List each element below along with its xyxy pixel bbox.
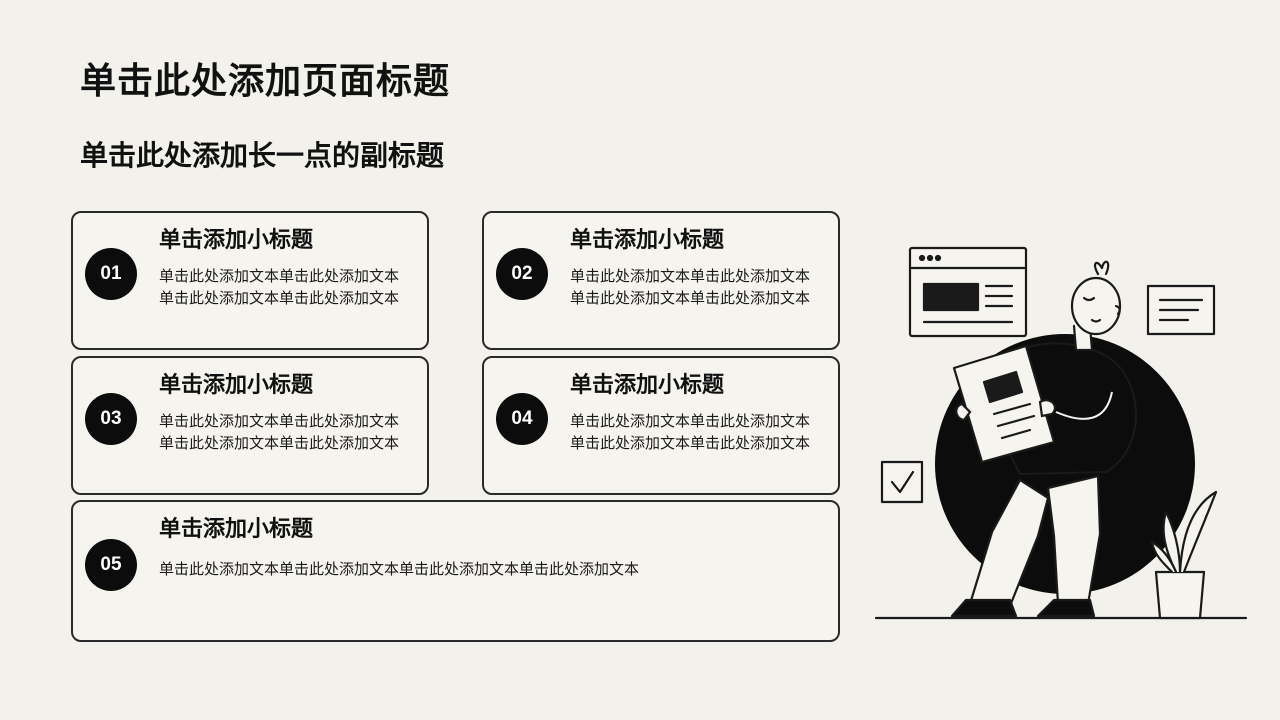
card-text[interactable]: 单击此处添加文本单击此处添加文本单击此处添加文本单击此处添加文本 xyxy=(570,267,811,307)
number-badge: 03 xyxy=(85,393,137,445)
number-badge: 02 xyxy=(496,248,548,300)
card-heading[interactable]: 单击添加小标题 xyxy=(159,517,314,542)
page-subtitle[interactable]: 单击此处添加长一点的副标题 xyxy=(80,139,445,172)
card-heading[interactable]: 单击添加小标题 xyxy=(570,373,725,398)
card-text[interactable]: 单击此处添加文本单击此处添加文本单击此处添加文本单击此处添加文本 xyxy=(159,267,400,307)
right-shoe xyxy=(1036,598,1096,618)
held-document-icon xyxy=(952,344,1056,464)
card-heading[interactable]: 单击添加小标题 xyxy=(570,228,725,253)
right-leg xyxy=(1046,474,1102,606)
card-heading[interactable]: 单击添加小标题 xyxy=(159,228,314,253)
checkbox-icon xyxy=(880,460,924,504)
text-note-icon xyxy=(1146,284,1216,336)
person-head xyxy=(1070,276,1122,336)
number-badge: 01 xyxy=(85,248,137,300)
card-text[interactable]: 单击此处添加文本单击此处添加文本单击此处添加文本单击此处添加文本 xyxy=(159,412,400,452)
content-card-03[interactable]: 03 单击添加小标题 单击此处添加文本单击此处添加文本单击此处添加文本单击此处添… xyxy=(71,356,429,495)
potted-plant-icon xyxy=(1150,490,1218,620)
hair-bun xyxy=(1093,260,1110,276)
content-card-04[interactable]: 04 单击添加小标题 单击此处添加文本单击此处添加文本单击此处添加文本单击此处添… xyxy=(482,356,840,495)
card-text[interactable]: 单击此处添加文本单击此处添加文本单击此处添加文本单击此处添加文本 xyxy=(570,412,811,452)
closed-eye xyxy=(1082,296,1096,302)
number-badge: 05 xyxy=(85,539,137,591)
browser-window-icon xyxy=(908,246,1028,338)
right-hand xyxy=(1038,399,1056,418)
smile xyxy=(1090,318,1102,323)
left-shoe xyxy=(950,598,1018,618)
content-card-05[interactable]: 05 单击添加小标题 单击此处添加文本单击此处添加文本单击此处添加文本单击此处添… xyxy=(71,500,840,642)
card-text[interactable]: 单击此处添加文本单击此处添加文本单击此处添加文本单击此处添加文本 xyxy=(159,560,640,578)
arm-line xyxy=(1055,391,1113,420)
person-holding-document-illustration xyxy=(874,246,1248,620)
number-badge: 04 xyxy=(496,393,548,445)
content-card-01[interactable]: 01 单击添加小标题 单击此处添加文本单击此处添加文本单击此处添加文本单击此处添… xyxy=(71,211,429,350)
card-heading[interactable]: 单击添加小标题 xyxy=(159,373,314,398)
left-hand xyxy=(955,402,972,422)
content-card-02[interactable]: 02 单击添加小标题 单击此处添加文本单击此处添加文本单击此处添加文本单击此处添… xyxy=(482,211,840,350)
page-title[interactable]: 单击此处添加页面标题 xyxy=(80,61,451,102)
ear xyxy=(1114,304,1121,316)
